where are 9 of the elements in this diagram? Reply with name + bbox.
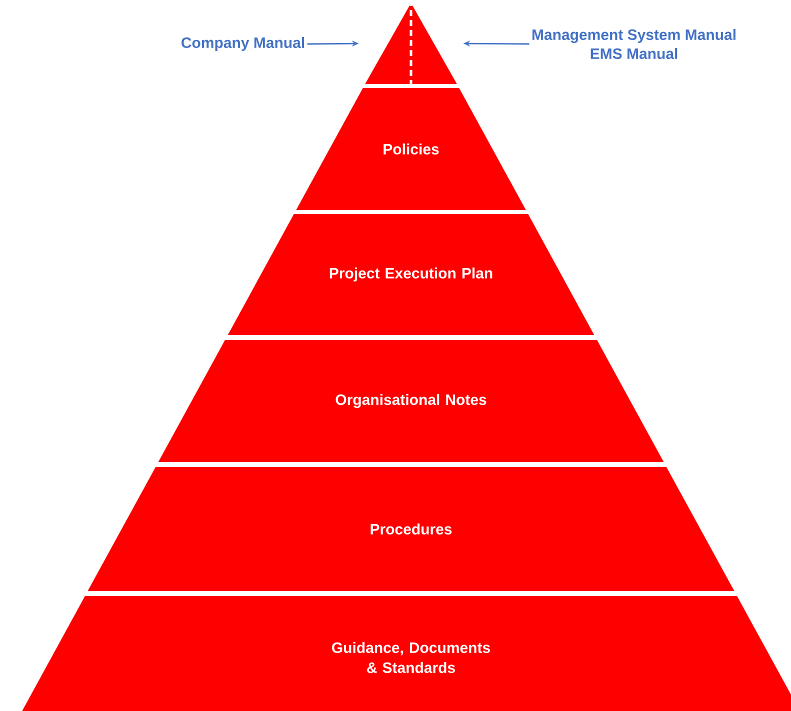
callout-text: Management System Manual EMS Manual [532,29,736,59]
pyramid-tip-half [411,3,457,84]
pyramid-level: Project Execution Plan [228,214,594,335]
pyramid-level: Procedures [88,467,734,591]
pyramid-tip-half [365,3,411,84]
pyramid-level: Organisational Notes [158,340,664,462]
callout-text: Company Manual [182,37,304,51]
pyramid-level: Policies [296,88,526,210]
pyramid-level: Guidance, Documents & Standards [22,596,791,711]
